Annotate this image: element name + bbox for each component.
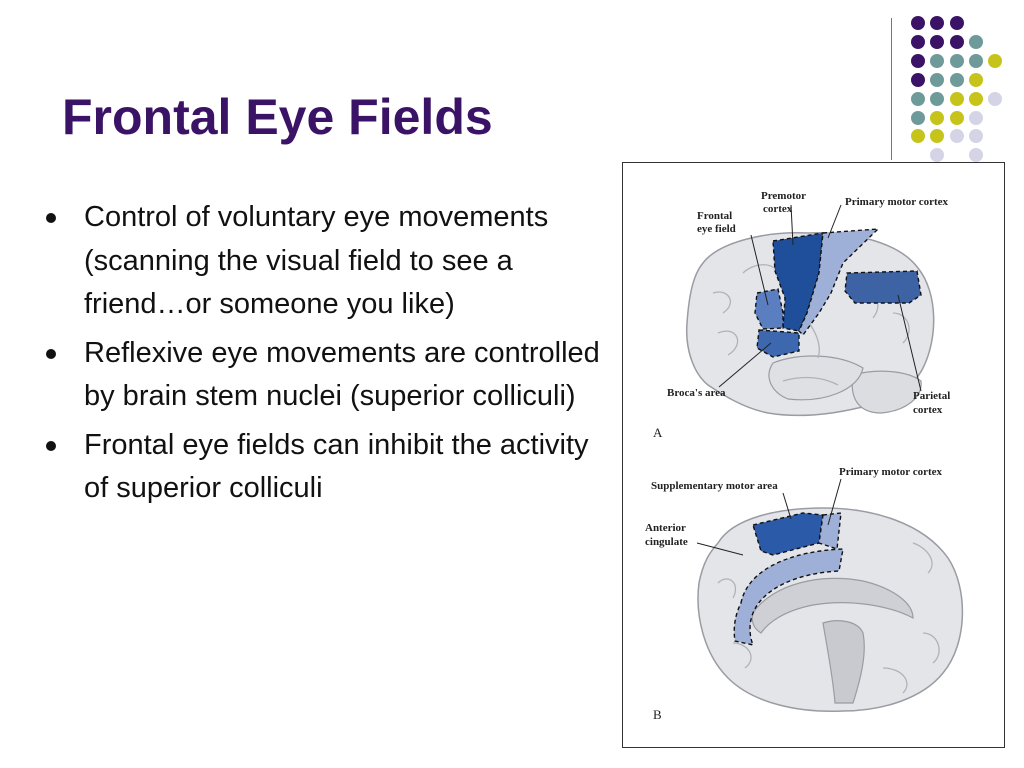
primary-motor-cortex-region — [798, 228, 880, 337]
bullet-item: Frontal eye fields can inhibit the activ… — [40, 424, 615, 511]
label-frontal-line2: eye field — [697, 223, 736, 235]
decorative-dot — [930, 73, 944, 87]
label-parietal-line1: Parietal — [913, 390, 950, 402]
decorative-dot — [930, 148, 944, 162]
medial-sulci-lines — [717, 542, 940, 694]
decorative-dot — [911, 92, 925, 106]
decorative-dot — [950, 111, 964, 125]
brain-medial-outline — [697, 507, 964, 712]
decorative-dot — [988, 92, 1002, 106]
decorative-dot — [911, 54, 925, 68]
label-anterior-line1: Anterior — [645, 522, 686, 534]
bullet-item: Control of voluntary eye movements (scan… — [40, 196, 615, 327]
label-supplementary-motor: Supplementary motor area — [651, 480, 778, 492]
decorative-dot — [969, 73, 983, 87]
decorative-dot — [950, 35, 964, 49]
decorative-dot — [911, 111, 925, 125]
decorative-dot — [930, 111, 944, 125]
anterior-cingulate-region — [733, 548, 844, 646]
decorative-dot — [911, 35, 925, 49]
brainstem-shape — [822, 620, 865, 704]
decorative-dot — [930, 16, 944, 30]
bullet-text: Reflexive eye movements are controlled b… — [84, 336, 600, 413]
decorative-dot — [969, 54, 983, 68]
decorative-dot — [911, 73, 925, 87]
bullet-dot-icon — [46, 213, 56, 223]
bullet-text: Frontal eye fields can inhibit the activ… — [84, 428, 589, 505]
primary-motor-medial-region — [818, 512, 842, 550]
decorative-dot — [969, 92, 983, 106]
panel-a-leader-lines — [718, 204, 922, 392]
decorative-dot — [911, 129, 925, 143]
panel-a-letter: A — [653, 425, 663, 440]
label-anterior-line2: cingulate — [645, 536, 688, 548]
decorative-dot — [950, 73, 964, 87]
decorative-dot — [969, 129, 983, 143]
label-parietal-line2: cortex — [913, 404, 943, 416]
panel-b-letter: B — [653, 707, 662, 722]
decorative-dot — [950, 16, 964, 30]
decorative-dot — [930, 54, 944, 68]
header-divider-line — [891, 18, 892, 160]
panel-b-leader-lines — [696, 478, 842, 556]
bullet-text: Control of voluntary eye movements (scan… — [84, 201, 549, 320]
bullet-list: Control of voluntary eye movements (scan… — [40, 196, 615, 516]
decorative-dot — [930, 129, 944, 143]
bullet-item: Reflexive eye movements are controlled b… — [40, 332, 615, 419]
label-premotor-line1: Premotor — [761, 190, 806, 202]
frontal-eye-field-region — [754, 288, 784, 330]
label-primary-motor-b: Primary motor cortex — [839, 466, 943, 478]
decorative-dot — [950, 92, 964, 106]
slide-title: Frontal Eye Fields — [62, 89, 493, 145]
decorative-dot — [988, 54, 1002, 68]
bullet-dot-icon — [46, 440, 56, 451]
bullet-dot-icon — [46, 348, 56, 359]
label-primary-motor-a: Primary motor cortex — [845, 196, 949, 208]
decorative-dot — [930, 35, 944, 49]
label-premotor-line2: cortex — [763, 203, 793, 215]
decorative-dot — [969, 148, 983, 162]
decorative-dot — [930, 92, 944, 106]
decorative-dot — [950, 54, 964, 68]
cerebellum-shape — [851, 370, 922, 414]
label-frontal-line1: Frontal — [697, 210, 732, 222]
label-brocas-area: Broca's area — [667, 387, 726, 399]
panel-b-medial-brain: Primary motor cortex Supplementary motor… — [645, 466, 964, 722]
parietal-cortex-region — [844, 270, 922, 304]
corpus-callosum-shape — [751, 577, 914, 634]
brocas-area-region — [756, 329, 800, 358]
decorative-dot — [969, 111, 983, 125]
brain-figure-frame: Premotor cortex Primary motor cortex Fro… — [622, 162, 1005, 748]
decorative-dot — [911, 16, 925, 30]
decorative-dot — [950, 129, 964, 143]
decorative-dot — [969, 35, 983, 49]
brain-figure: Premotor cortex Primary motor cortex Fro… — [645, 190, 964, 722]
panel-a-lateral-brain: Premotor cortex Primary motor cortex Fro… — [653, 190, 950, 440]
